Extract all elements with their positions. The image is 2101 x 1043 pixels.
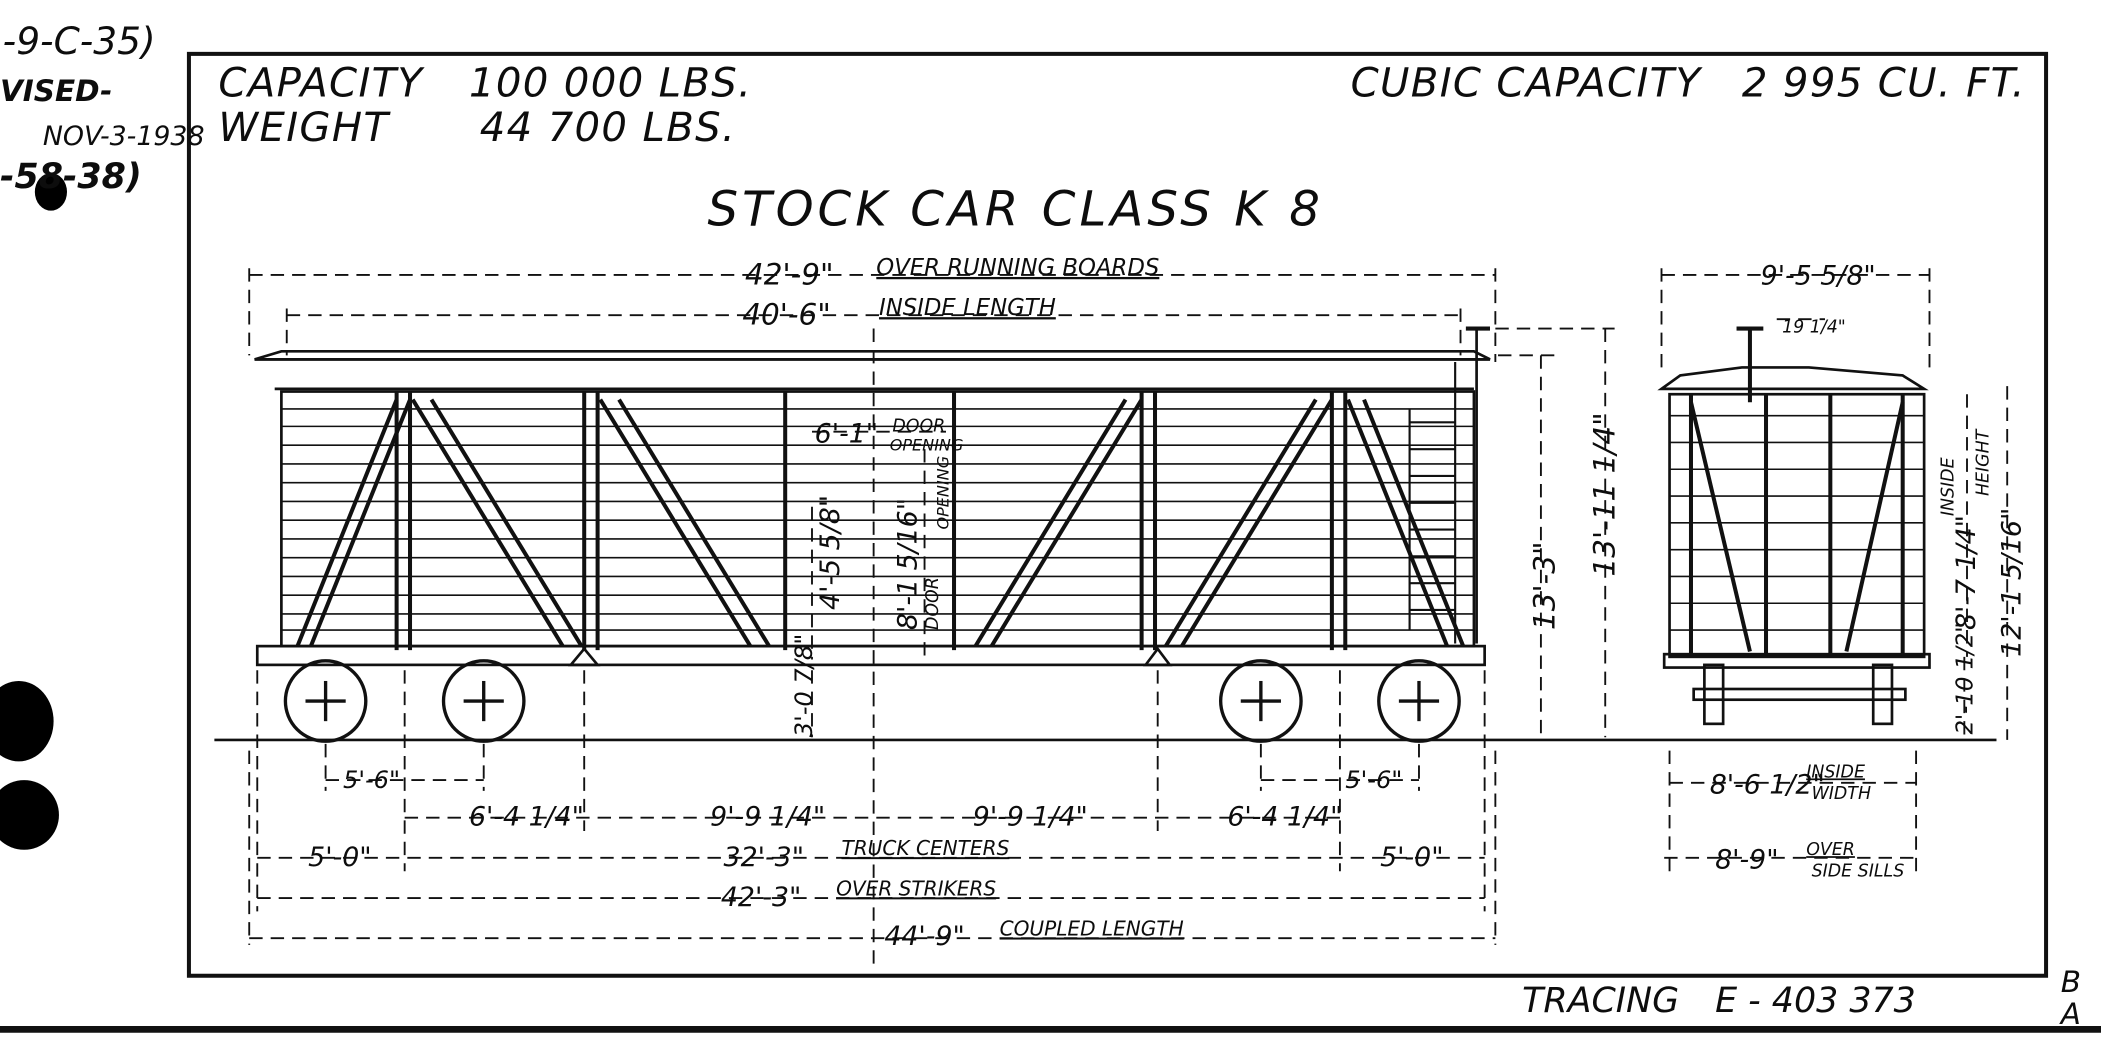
truck-centers-label: TRUCK CENTERS [841, 836, 1009, 860]
over-strikers-label: OVER STRIKERS [836, 876, 996, 900]
segment-center-left: 9'-9 1/4" [710, 802, 825, 833]
end-dimension-lines [1660, 268, 2009, 872]
wheel-2 [441, 659, 526, 743]
weight-label: WEIGHT [218, 105, 391, 151]
drawing-border [186, 51, 2049, 978]
end-inside-width-label: INSIDE [1806, 762, 1865, 782]
truck-centers-value: 32'-3" [724, 842, 804, 873]
end-right: 5'-0" [1380, 842, 1443, 873]
rotated-end-inside-height-label: INSIDE [1939, 457, 1959, 516]
drawing-title: STOCK CAR CLASS K 8 [707, 181, 1323, 237]
door-opening-height-label2: OPENING [934, 456, 953, 530]
vertical-posts [394, 391, 1348, 651]
binder-hole-1 [0, 680, 54, 762]
corner-mark-bottom: A [2059, 997, 2081, 1031]
wheels [283, 659, 1461, 743]
rotated-door-height-2: OPENING [934, 456, 953, 530]
height-b-value: 13'-11 1/4" [1588, 412, 1622, 576]
underframe [255, 644, 1486, 667]
segment-right: 6'-4 1/4" [1227, 802, 1342, 833]
rotated-height-a: 13'-3" [1527, 541, 1561, 630]
ink-blot [34, 173, 67, 211]
end-sill-height-value: 2'-10 1/2" [1952, 622, 1978, 734]
rotated-end-overall-height: 12'-1 5/16" [1997, 508, 2028, 657]
rotated-height-b: 13'-11 1/4" [1588, 412, 1622, 576]
end-over-side-sills-label2: SIDE SILLS [1812, 862, 1905, 882]
door-opening-height-value: 8'-1 5/16" [893, 498, 924, 630]
coupled-length-value: 44'-9" [884, 921, 964, 952]
corner-mark-top: B [2061, 965, 2081, 999]
end-inside-height-label2: HEIGHT [1973, 428, 1993, 496]
end-view [1657, 326, 1931, 726]
cubic-capacity-label: CUBIC CAPACITY [1351, 61, 1704, 107]
end-wheel-right [1871, 663, 1894, 726]
door-opening-height-label: DOOR [923, 577, 943, 630]
revision-ref: -9-C-35) [3, 19, 156, 63]
end-wheel-left [1703, 663, 1725, 726]
end-inside-width-value: 8'-6 1/2" [1710, 770, 1825, 801]
end-body [1668, 392, 1926, 659]
over-strikers-value: 42'-3" [721, 882, 801, 913]
door-opening-width-label2: OPENING [890, 435, 964, 454]
end-overall-height-value: 12'-1 5/16" [1997, 508, 2028, 657]
tracing-label: TRACING [1522, 981, 1679, 1021]
rotated-end-sill-height: 2'-10 1/2" [1952, 622, 1978, 734]
segment-center-right: 9'-9 1/4" [973, 802, 1088, 833]
coupled-length-label: COUPLED LENGTH [1000, 917, 1184, 941]
end-top-width: 9'-5 5/8" [1761, 260, 1876, 291]
over-running-boards-value: 42'-9" [745, 257, 834, 291]
door-opening-width-label: DOOR [892, 417, 945, 437]
side-dimension-lines [248, 268, 1615, 966]
side-height-value: 4'-5 5/8" [815, 495, 846, 610]
side-view [214, 326, 1997, 743]
end-inside-width-label2: WIDTH [1812, 784, 1871, 804]
end-ladder [1408, 362, 1457, 644]
wheel-1 [283, 659, 368, 743]
weight-value: 44 700 LBS. [480, 105, 736, 151]
rotated-end-inside-height-label2: HEIGHT [1973, 428, 1993, 496]
wheel-3 [1218, 659, 1303, 743]
end-walk-width: 19 1/4" [1782, 318, 1846, 338]
rotated-sill-height: 3'-0 7/8" [790, 634, 818, 738]
rotated-door-height: 8'-1 5/16" DOOR [893, 498, 943, 630]
sill-height-value: 3'-0 7/8" [790, 634, 818, 738]
capacity-value: 100 000 LBS. [469, 61, 752, 107]
revision-ref2: -58-38) [0, 157, 142, 197]
end-inside-height-label: INSIDE [1939, 457, 1959, 516]
door-opening-width-value: 6'-1" [815, 418, 878, 449]
end-axle [1692, 687, 1907, 702]
inside-length-value: 40'-6" [742, 298, 831, 332]
wheel-4 [1377, 659, 1461, 743]
rotated-side-height: 4'-5 5/8" [815, 495, 846, 610]
capacity-label: CAPACITY [218, 61, 425, 107]
end-left: 5'-0" [308, 842, 371, 873]
bolster-left [567, 646, 601, 667]
end-underframe [1662, 652, 1931, 669]
binder-hole-2 [0, 780, 59, 850]
segment-left: 6'-4 1/4" [469, 802, 584, 833]
end-roof [1657, 366, 1929, 391]
end-over-side-sills-value: 8'-9" [1715, 845, 1778, 876]
tracing-number: E - 403 373 [1715, 981, 1916, 1021]
revision-date: NOV-3-1938 [43, 121, 205, 152]
height-a-value: 13'-3" [1527, 541, 1561, 630]
truck-wheelbase-right: 5'-6" [1345, 766, 1402, 794]
end-over-side-sills-label: OVER [1806, 840, 1855, 860]
diagonal-braces [295, 398, 1466, 648]
cubic-capacity-value: 2 995 CU. FT. [1742, 61, 2026, 107]
over-running-boards-label: OVER RUNNING BOARDS [876, 255, 1159, 281]
end-inside-height-value: 8'-7 1/4" [1951, 515, 1982, 630]
bolster-right [1142, 646, 1173, 667]
rotated-end-inside-height: 8'-7 1/4" [1951, 515, 1982, 630]
inside-length-label: INSIDE LENGTH [879, 295, 1056, 321]
truck-wheelbase-left: 5'-6" [343, 766, 400, 794]
revision-revised: VISED- [0, 74, 112, 108]
